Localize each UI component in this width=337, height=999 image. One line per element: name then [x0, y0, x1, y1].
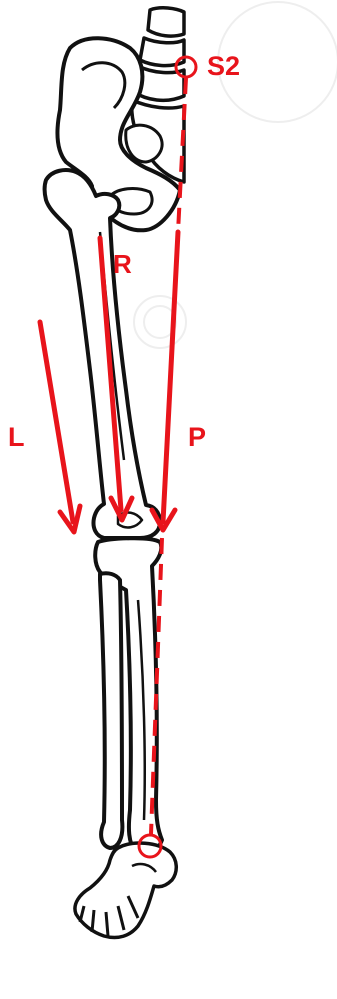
label-r: R: [113, 251, 132, 277]
s2-landmark-circle-icon: [176, 57, 196, 77]
label-p: P: [188, 424, 206, 451]
arrow-p-shaft: [163, 232, 178, 522]
label-l: L: [8, 424, 25, 451]
foot: [75, 843, 176, 937]
label-s2: S2: [207, 53, 240, 80]
arrow-l-shaft: [40, 322, 73, 522]
fibula: [100, 573, 122, 848]
